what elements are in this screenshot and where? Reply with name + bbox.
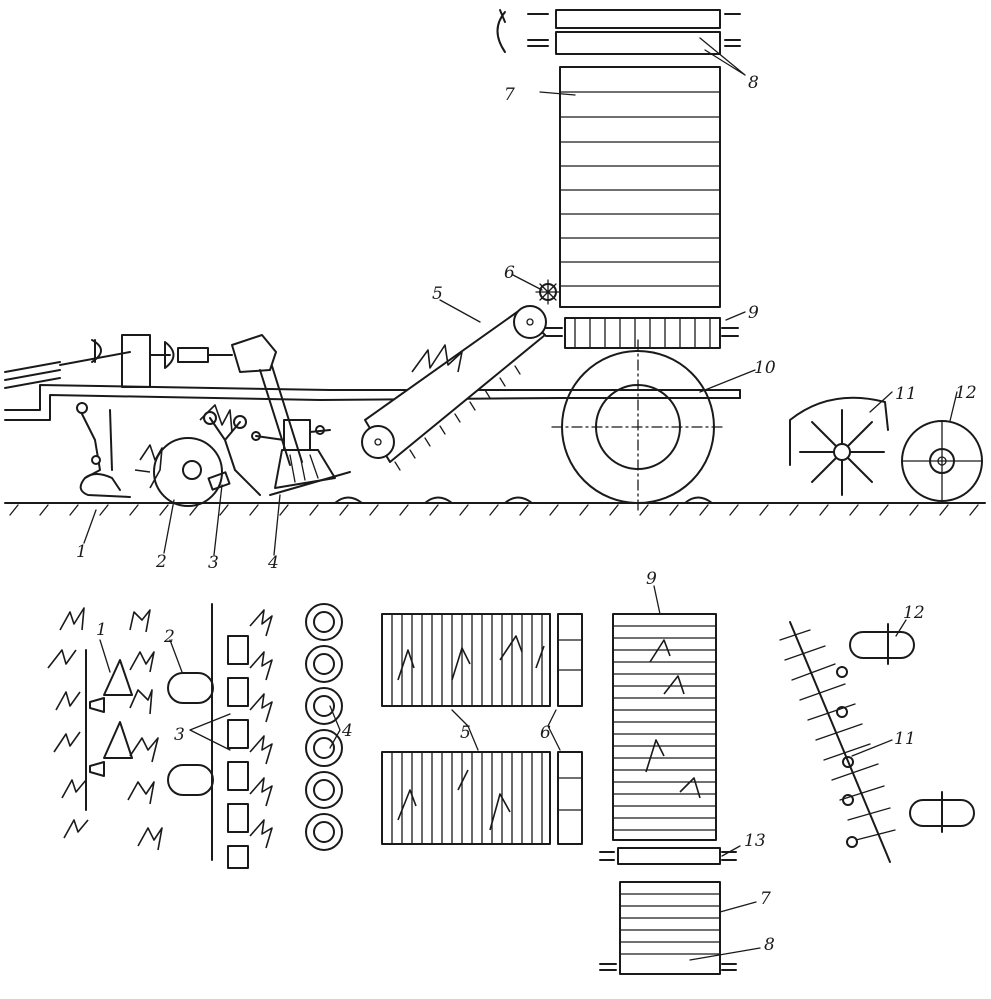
side-label-5: 5 xyxy=(432,284,443,304)
side-label-8: 8 xyxy=(748,73,759,93)
part-11-reel xyxy=(789,396,889,496)
side-label-11: 11 xyxy=(895,384,917,404)
part-1-sensor-skid xyxy=(76,402,131,498)
plan-part-7-8-hopper xyxy=(599,881,737,975)
side-label-1: 1 xyxy=(76,542,87,562)
ground-line xyxy=(4,496,986,516)
plan-part-9-table xyxy=(612,613,717,841)
plan-label-2: 2 xyxy=(163,627,175,647)
drawbar xyxy=(4,334,277,389)
plan-label-9: 9 xyxy=(646,569,657,589)
plan-part-5-conveyors xyxy=(381,613,551,845)
part-4-knife-assembly xyxy=(251,365,351,496)
side-label-9: 9 xyxy=(748,303,759,323)
part-7-hopper xyxy=(559,66,721,308)
plan-part-11-12-reel xyxy=(779,621,975,863)
plan-part-6-elements xyxy=(557,613,583,845)
plan-part-1-guides xyxy=(85,649,133,811)
plan-label-7: 7 xyxy=(760,889,771,909)
plant-rows xyxy=(47,607,163,851)
part-10-wheel xyxy=(551,339,725,515)
plan-label-5: 5 xyxy=(460,723,471,743)
plan-view: 1 2 3 4 5 6 9 12 11 13 7 8 xyxy=(47,569,975,975)
plan-label-13: 13 xyxy=(744,831,766,851)
side-label-2: 2 xyxy=(155,552,167,572)
side-label-12: 12 xyxy=(955,383,977,403)
plan-label-4: 4 xyxy=(341,721,353,741)
side-label-6: 6 xyxy=(504,263,515,283)
main-frame xyxy=(4,384,741,421)
plan-label-6: 6 xyxy=(540,723,551,743)
plan-part-4-rollers xyxy=(305,603,343,851)
plan-label-12: 12 xyxy=(903,603,925,623)
plan-label-11: 11 xyxy=(894,729,916,749)
part-6-star-roller xyxy=(535,279,561,305)
plan-label-3: 3 xyxy=(174,725,185,745)
plan-label-1: 1 xyxy=(96,620,107,640)
side-view: 1 2 3 4 5 6 7 8 9 10 11 12 xyxy=(4,9,986,573)
side-label-4: 4 xyxy=(267,553,279,573)
part-2-disc xyxy=(134,437,223,507)
part-8-top-belts xyxy=(496,9,741,55)
part-3-clamp xyxy=(199,404,261,496)
plan-part-13-cross-conveyor xyxy=(599,847,737,865)
plan-label-8: 8 xyxy=(764,935,775,955)
part-5-inclined-conveyor xyxy=(361,305,547,471)
part-9-transverse-conveyor xyxy=(545,317,739,349)
side-label-10: 10 xyxy=(754,358,776,378)
part-12-rear-wheel xyxy=(901,420,983,502)
side-label-7: 7 xyxy=(504,85,515,105)
side-label-3: 3 xyxy=(208,553,219,573)
plan-part-3-pullers xyxy=(211,603,273,869)
